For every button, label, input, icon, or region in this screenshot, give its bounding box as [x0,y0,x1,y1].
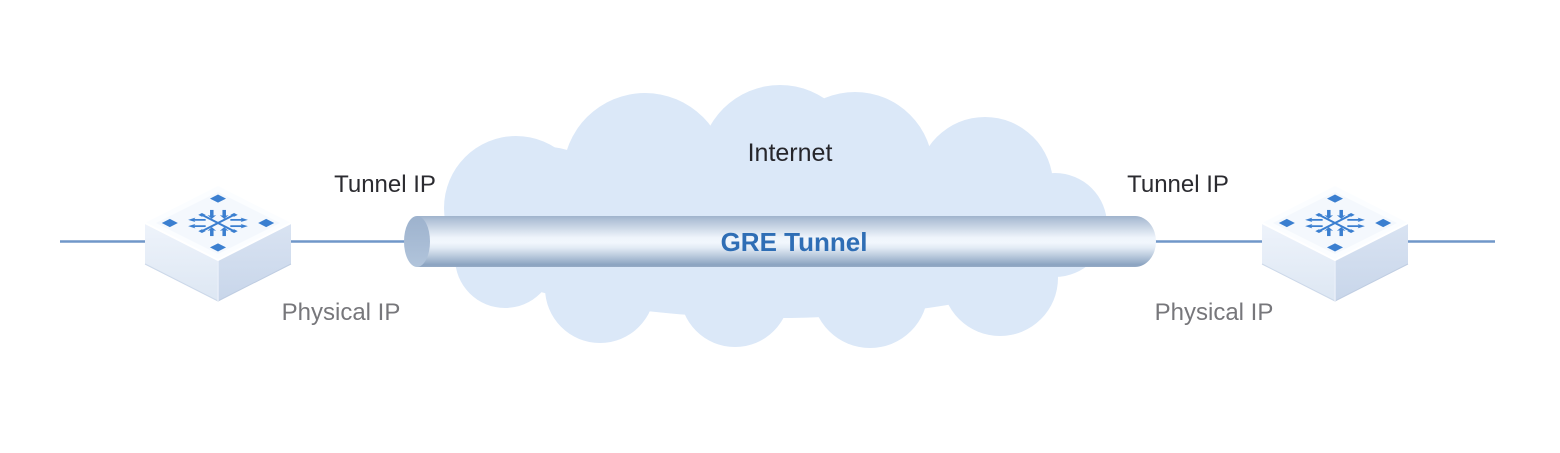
tunnel-ip-label-right: Tunnel IP [1127,171,1229,198]
gre-tunnel-cylinder-icon [404,216,1156,267]
tunnel-ip-label-left: Tunnel IP [334,171,436,198]
router-icon-left [145,186,291,301]
router-icon-right [1262,186,1408,301]
physical-ip-label-right: Physical IP [1154,299,1274,326]
internet-label: Internet [747,139,833,167]
gre-tunnel-label: GRE Tunnel [720,227,868,257]
physical-ip-label-left: Physical IP [281,299,401,326]
